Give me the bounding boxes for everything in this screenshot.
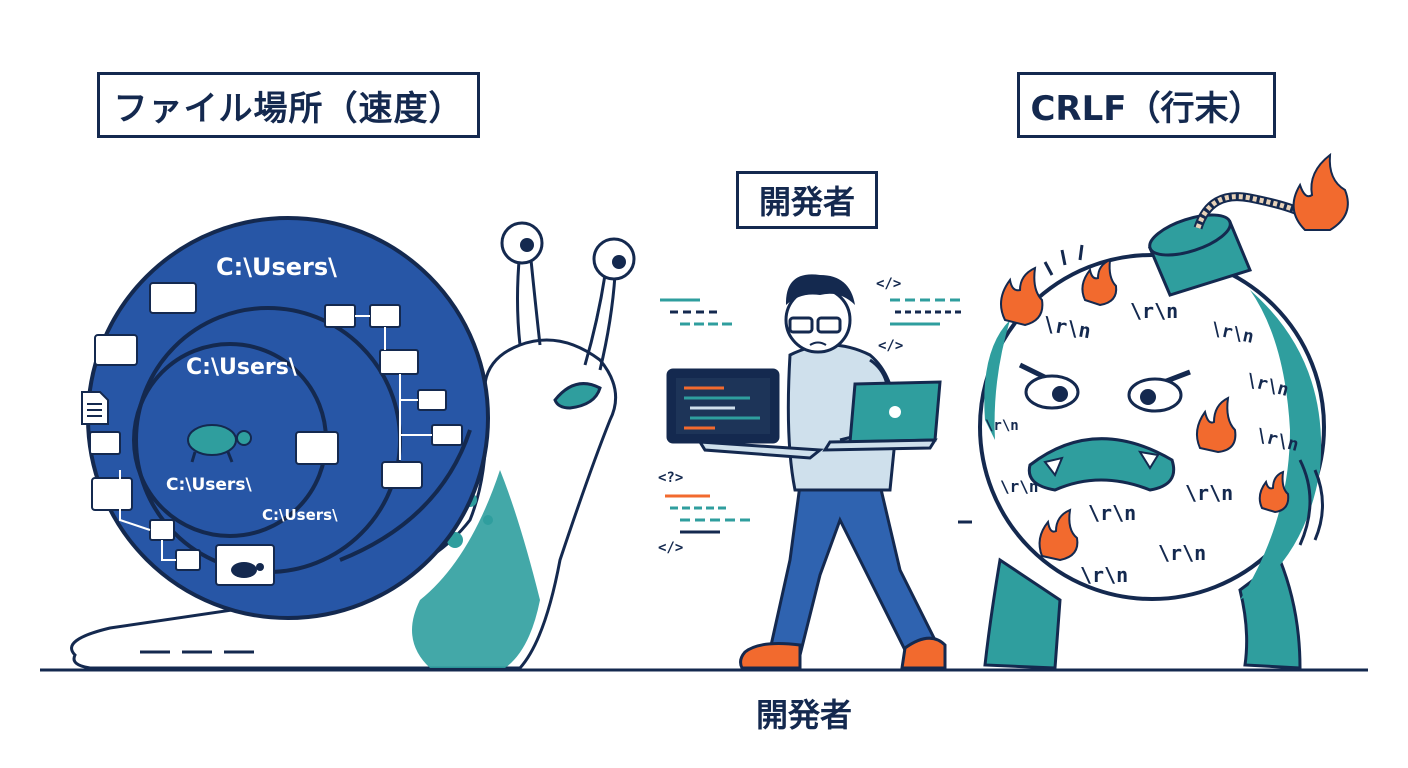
developer-caption: 開発者 xyxy=(755,696,852,734)
snail-body-shade xyxy=(412,470,540,668)
folder-icon xyxy=(89,431,121,455)
folder-icon xyxy=(175,549,201,571)
code-tag: </> xyxy=(878,338,903,354)
line-ending-markers: \r\n \r\n \r\n \r\n \r\n \r\n \r\n \r\n … xyxy=(985,299,1301,587)
developer-illustration: </> </> <?> </> xyxy=(658,274,965,670)
crlf-line-ending-label: CRLF（行末） xyxy=(1017,72,1276,138)
glasses xyxy=(788,316,814,334)
code-tag: </> xyxy=(658,540,683,556)
flame-icon xyxy=(1195,396,1237,454)
jeans xyxy=(768,483,938,657)
folder-icon xyxy=(149,519,175,541)
turtle-icon xyxy=(231,562,264,578)
crlf-marker: \r\n xyxy=(1088,501,1136,525)
crlf-marker: \r\n xyxy=(1158,541,1206,565)
folder-icon xyxy=(381,461,423,489)
folder-icon xyxy=(324,304,356,328)
crlf-marker: \r\n xyxy=(1080,563,1128,587)
hair xyxy=(785,274,855,305)
folder-icon xyxy=(369,304,401,328)
crlf-marker: \r\n xyxy=(1185,481,1233,505)
flame-icon xyxy=(1000,266,1044,327)
shoe-right xyxy=(900,636,947,670)
shoe-left xyxy=(739,642,802,670)
crlf-marker: \r\n xyxy=(985,418,1019,434)
folder-icon xyxy=(94,334,138,366)
floating-code-lines xyxy=(660,298,965,534)
snail-illustration: C:\Users\ C:\Users\ C:\Users\ C:\Users\ xyxy=(70,216,636,670)
flame-icons xyxy=(1000,152,1349,562)
folder-icon xyxy=(149,282,197,314)
folder-icon xyxy=(91,477,133,511)
shell-path-inner: C:\Users\ xyxy=(166,475,252,495)
folder-icon xyxy=(431,424,463,446)
crlf-bomb-monster: \r\n \r\n \r\n \r\n \r\n \r\n \r\n \r\n … xyxy=(958,152,1349,670)
shell-path-outer: C:\Users\ xyxy=(216,253,337,281)
file-location-speed-label: ファイル場所（速度） xyxy=(97,72,480,138)
motion-lines xyxy=(958,244,1324,546)
document-icon xyxy=(81,391,109,425)
code-tag: </> xyxy=(876,276,901,292)
monster-mouth xyxy=(1027,437,1176,492)
developer-label: 開発者 xyxy=(736,171,878,229)
code-tag: <?> xyxy=(658,470,683,486)
laptop-right xyxy=(822,380,942,452)
folder-icon xyxy=(295,431,339,465)
flame-icon xyxy=(1258,470,1290,514)
flame-icon xyxy=(1038,508,1079,562)
monster-leg-left xyxy=(983,557,1062,670)
crlf-marker: \r\n xyxy=(1130,299,1178,323)
crlf-marker: \r\n xyxy=(1000,477,1039,496)
flame-icon xyxy=(1081,258,1118,307)
laptop-left xyxy=(666,368,824,460)
shell-path-middle: C:\Users\ xyxy=(186,355,298,380)
shell-path-side: C:\Users\ xyxy=(262,506,338,524)
flame-icon xyxy=(1292,152,1349,231)
snail-mouth xyxy=(553,382,602,410)
turtle-icon xyxy=(187,424,252,463)
folder-icon xyxy=(379,349,419,375)
monster-eye-left xyxy=(1024,374,1080,410)
folder-icon xyxy=(417,389,447,411)
